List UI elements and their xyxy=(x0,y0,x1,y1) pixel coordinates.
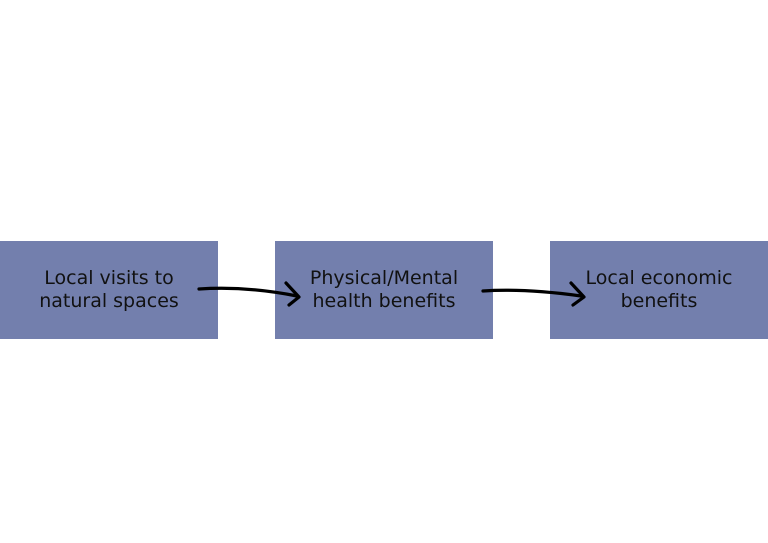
node-health-benefits: Physical/Mental health benefits xyxy=(275,241,493,339)
node-label: Local visits to natural spaces xyxy=(39,267,179,312)
node-economic-benefits: Local economic benefits xyxy=(550,241,768,339)
node-local-visits: Local visits to natural spaces xyxy=(0,241,218,339)
node-label: Local economic benefits xyxy=(585,267,733,312)
node-label: Physical/Mental health benefits xyxy=(309,267,459,312)
